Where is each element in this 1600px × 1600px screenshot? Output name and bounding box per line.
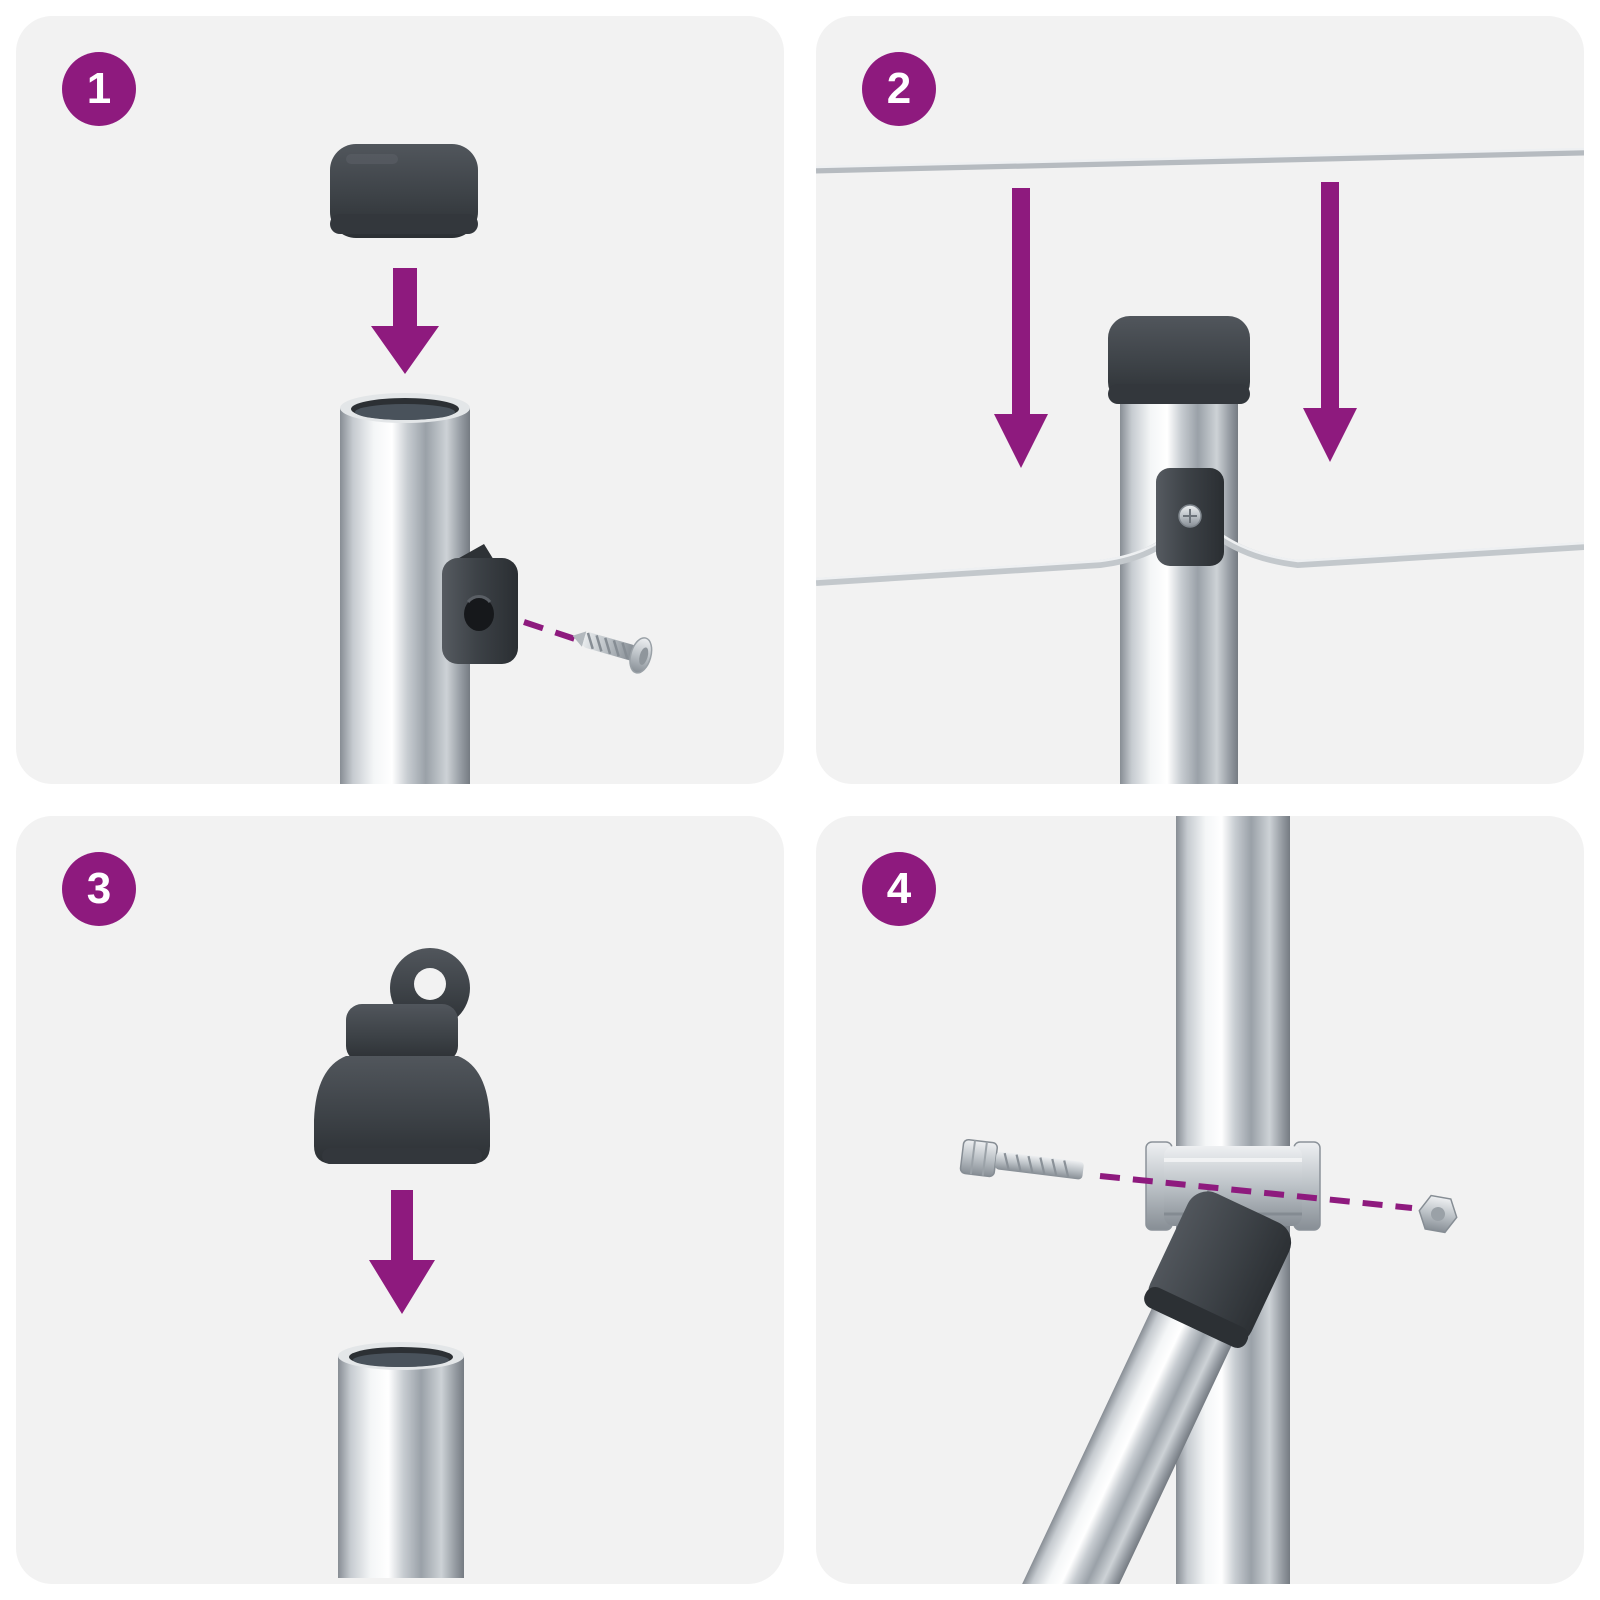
screw-icon [572,631,653,674]
step-number-badge: 1 [62,52,136,126]
hex-bolt-icon [959,1138,1084,1180]
step-4-illustration [959,816,1458,1584]
step-number-badge: 3 [62,852,136,926]
step-panel-1: 1 [16,16,784,784]
down-arrow-icon [371,268,439,374]
brace-tube [1004,1189,1292,1584]
post-cap [330,144,478,238]
hex-nut-icon [1418,1194,1458,1234]
step-panel-4: 4 [816,816,1584,1584]
step-number: 2 [886,64,912,113]
upper-tension-wire [816,147,1584,174]
step-2-illustration [816,147,1584,784]
dashed-guide-line [1099,1173,1413,1211]
step-3-illustration [314,948,490,1578]
step-number: 4 [886,864,912,913]
wire-clip [1156,468,1224,566]
down-arrow-left-icon [994,188,1048,468]
capped-post [1108,316,1250,784]
metal-tube [338,1342,464,1578]
down-arrow-icon [369,1190,435,1314]
step-1-illustration [330,144,653,784]
step-number-badge: 2 [862,52,936,126]
step-number: 1 [86,64,112,113]
eyelet-cap [314,948,490,1164]
step-number-badge: 4 [862,852,936,926]
down-arrow-right-icon [1303,182,1357,462]
wire-clip [442,544,518,664]
step-panel-2: 2 [816,16,1584,784]
step-panel-3: 3 [16,816,784,1584]
step-number: 3 [86,864,112,913]
